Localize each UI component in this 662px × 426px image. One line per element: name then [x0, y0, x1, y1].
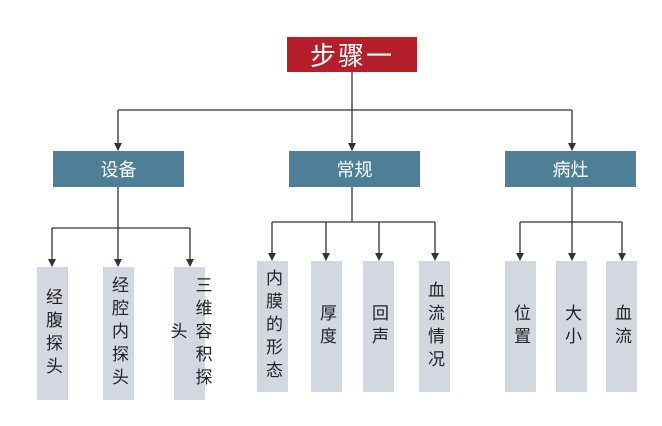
leaf-node: 回声 — [363, 261, 394, 392]
leaf-node: 经腔内探头 — [103, 267, 134, 400]
root-node: 步骤一 — [287, 37, 417, 72]
leaf-node: 血流情况 — [419, 261, 450, 392]
leaf-node: 位置 — [505, 261, 536, 392]
leaf-node: 内膜的形态 — [257, 261, 288, 392]
category-node-equipment: 设备 — [53, 151, 184, 187]
leaf-node: 血流 — [606, 261, 637, 392]
leaf-node: 大小 — [556, 261, 587, 392]
leaf-node: 厚度 — [311, 261, 342, 392]
category-node-routine: 常规 — [289, 151, 420, 187]
category-node-lesion: 病灶 — [505, 151, 636, 187]
leaf-node: 经腹探头 — [37, 267, 68, 400]
leaf-node: 三维容积探头 — [167, 267, 212, 400]
